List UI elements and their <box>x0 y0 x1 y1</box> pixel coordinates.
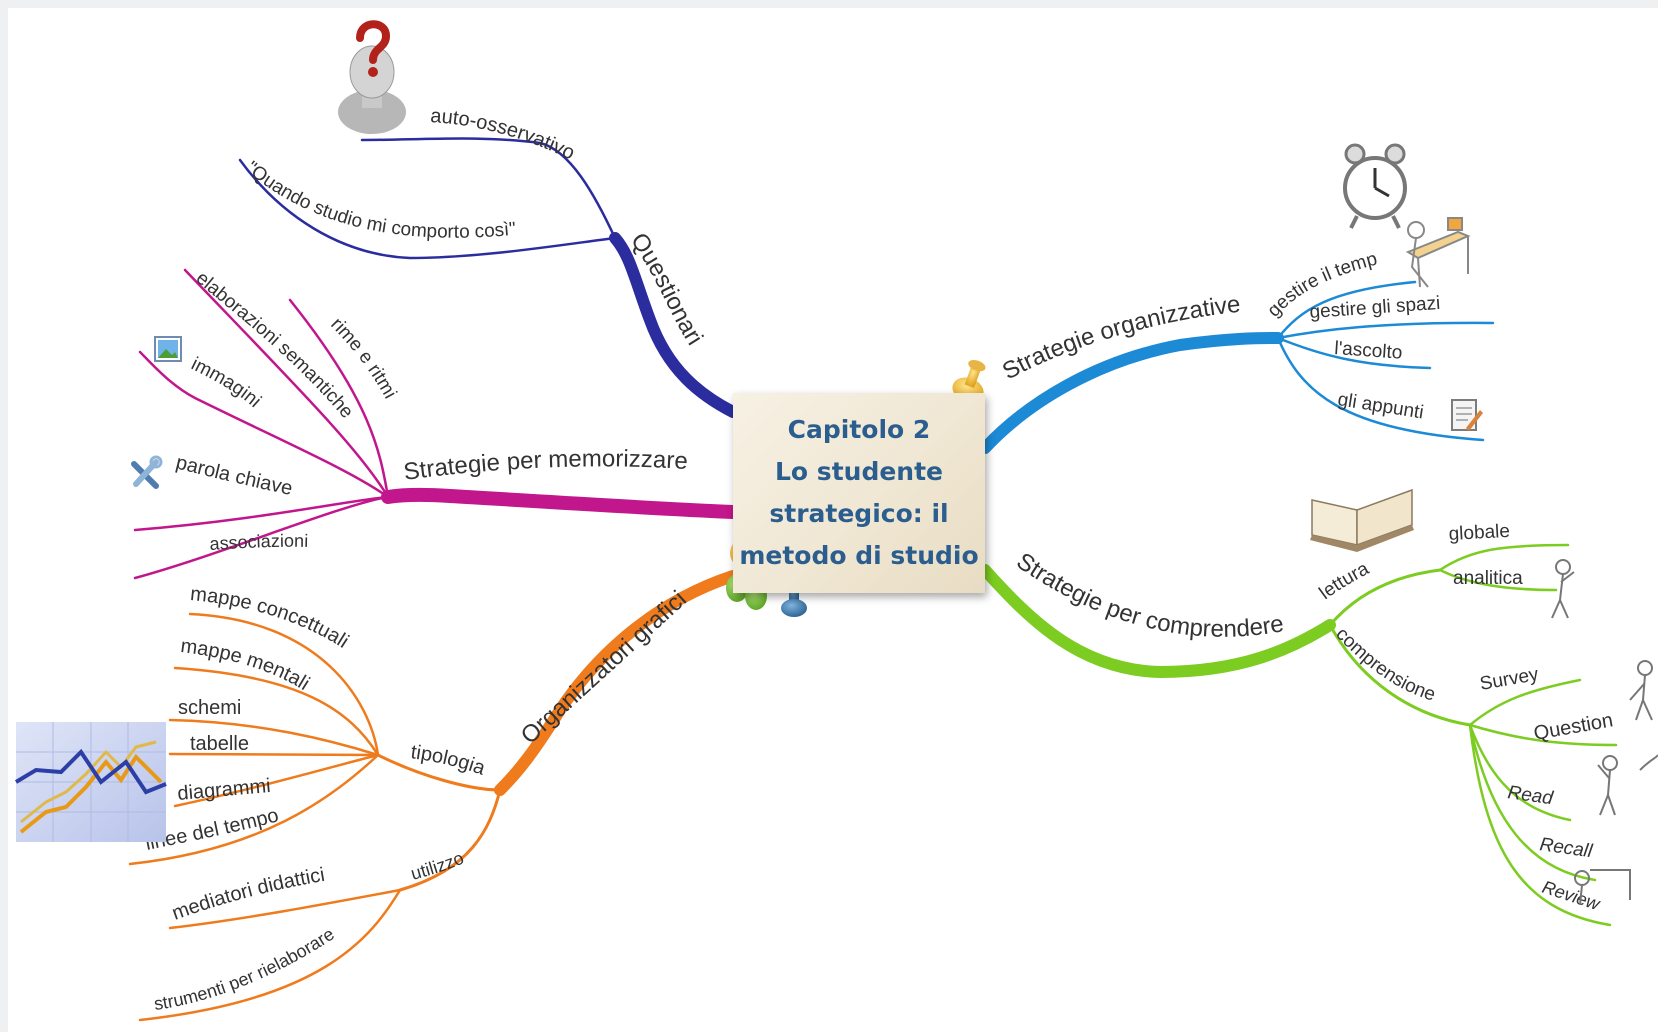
central-topic-card: Capitolo 2 Lo studente strategico: il me… <box>733 393 985 593</box>
desk-icon <box>1405 217 1471 288</box>
central-title-line-3: strategico: il <box>769 499 949 528</box>
question-head-icon <box>338 20 406 134</box>
leaf-analitica: analitica <box>1453 568 1523 589</box>
tools-icon <box>131 455 163 489</box>
branch-questionari <box>238 137 739 418</box>
leaf-schemi: schemi <box>178 697 241 719</box>
central-title-line-4: metodo di studio <box>739 541 979 570</box>
central-title-line-1: Capitolo 2 <box>787 415 931 444</box>
chart-icon <box>14 722 167 842</box>
leaf-associazioni: associazioni <box>209 531 308 554</box>
branch-memorizzare <box>133 268 740 580</box>
central-title-line-2: Lo studente <box>775 457 943 486</box>
branch-organizzative <box>979 280 1495 454</box>
open-book-icon <box>1310 488 1414 552</box>
branch-comprendere <box>979 543 1618 927</box>
alarm-clock-icon <box>1343 143 1407 229</box>
branch-organizzatori <box>128 570 739 1022</box>
stick-figure-icon <box>1551 559 1658 906</box>
leaf-globale: globale <box>1448 521 1510 545</box>
notepad-icon <box>1451 399 1483 431</box>
picture-icon <box>154 336 182 362</box>
leaf-l-ascolto: l'ascolto <box>1334 338 1403 364</box>
leaf-tabelle: tabelle <box>190 733 249 755</box>
